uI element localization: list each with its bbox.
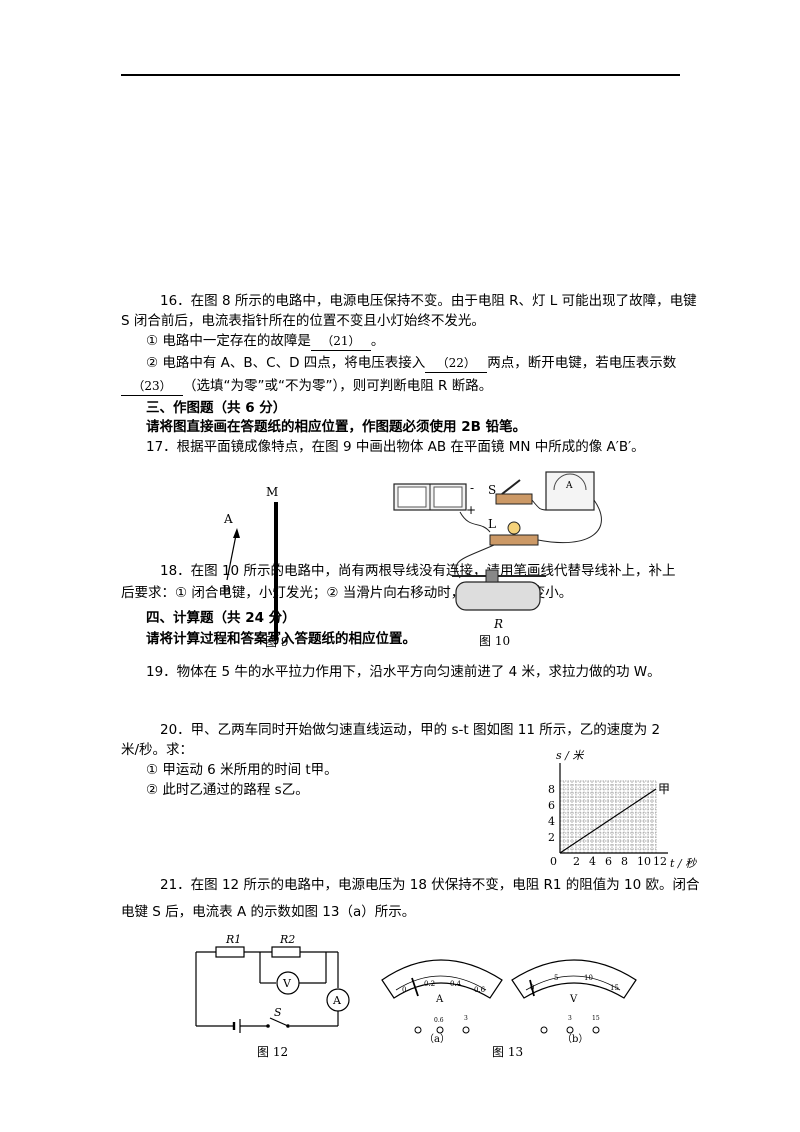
chart-grid bbox=[559, 780, 657, 854]
rheostat-slider bbox=[485, 569, 499, 583]
figure-13-meters: 0 0.2 0.4 0.6 A 0.6 3 （a） 0 5 10 15 V 3 … bbox=[381, 959, 637, 1045]
series-jia bbox=[559, 788, 657, 854]
header-rule bbox=[121, 74, 680, 76]
section3-title: 三、作图题（共 6 分） bbox=[146, 400, 287, 416]
answer-blank-21[interactable]: （21） bbox=[310, 332, 371, 351]
ammeter-device bbox=[545, 471, 595, 511]
svg-text:3: 3 bbox=[464, 1015, 468, 1022]
svg-text:0: 0 bbox=[402, 986, 406, 994]
svg-text:15: 15 bbox=[610, 984, 619, 992]
x-axis-label: t / 秒 bbox=[670, 857, 697, 870]
lamp-holder bbox=[489, 534, 539, 546]
r1-label: R1 bbox=[225, 933, 241, 946]
q21-line1: 21．在图 12 所示的电路中，电源电压为 18 伏保持不变，电阻 R1 的阻值… bbox=[160, 877, 700, 893]
q20-line2: 米/秒。求： bbox=[121, 742, 194, 758]
figure-9-caption: 图 9 bbox=[265, 635, 289, 649]
y-tick-label: 2 bbox=[548, 831, 555, 844]
x-tick-label: 12 bbox=[653, 855, 667, 868]
q16-sub1: ① 电路中一定存在的故障是（21）。 bbox=[146, 332, 385, 351]
section4-title: 四、计算题（共 24 分） bbox=[146, 610, 296, 626]
figure-10-caption: 图 10 bbox=[479, 634, 511, 648]
x-tick-label: 2 bbox=[573, 855, 580, 868]
svg-text:3: 3 bbox=[568, 1015, 572, 1022]
arrow-head-icon bbox=[233, 528, 240, 538]
section4-instruction: 请将计算过程和答案写入答题纸的相应位置。 bbox=[146, 631, 416, 647]
rheostat bbox=[455, 581, 541, 611]
x-tick-label: 4 bbox=[589, 855, 596, 868]
q20-line1: 20．甲、乙两车同时开始做匀速直线运动，甲的 s-t 图如图 11 所示，乙的速… bbox=[160, 722, 661, 738]
voltmeter-dial: 0 5 10 15 V 3 15 （b） bbox=[511, 959, 637, 1045]
sub-caption-a: （a） bbox=[424, 1033, 450, 1045]
figure-9: M A B bbox=[222, 485, 278, 640]
x-tick-label: 6 bbox=[605, 855, 612, 868]
series-line bbox=[559, 788, 657, 854]
svg-text:0.6: 0.6 bbox=[474, 986, 486, 994]
svg-text:15: 15 bbox=[592, 1015, 600, 1022]
svg-text:5: 5 bbox=[554, 974, 558, 982]
switch bbox=[495, 493, 533, 505]
y-axis-label: s / 米 bbox=[556, 749, 584, 762]
q18-line1: 18．在图 10 所示的电路中，尚有两根导线没有连接，请用笔画线代替导线补上，补… bbox=[160, 563, 676, 579]
section3-instruction: 请将图直接画在答题纸的相应位置，作图题必须使用 2B 铅笔。 bbox=[146, 419, 527, 435]
q20-sub1: ① 甲运动 6 米所用的时间 t甲。 bbox=[146, 762, 338, 778]
ammeter-needle bbox=[411, 977, 419, 997]
lamp-label: L bbox=[488, 517, 496, 531]
x-tick-label: 10 bbox=[637, 855, 651, 868]
resistor-r1 bbox=[215, 946, 245, 958]
resistor-r2 bbox=[271, 946, 301, 958]
origin-label: 0 bbox=[550, 855, 557, 868]
battery-negative: - bbox=[470, 481, 474, 495]
svg-text:0.4: 0.4 bbox=[450, 980, 462, 988]
switch-s bbox=[269, 1017, 289, 1027]
q16-line5: （23）（选填“为零”或“不为零”），则可判断电阻 R 断路。 bbox=[121, 377, 492, 396]
point-b-label: B bbox=[222, 583, 231, 597]
lamp-bulb bbox=[507, 521, 521, 535]
figure-12-circuit: R1 R2 V A S bbox=[195, 933, 350, 1033]
switch-label: S bbox=[488, 483, 496, 497]
figure-10: - + S A L R bbox=[393, 471, 602, 631]
svg-text:0.6: 0.6 bbox=[434, 1017, 444, 1024]
y-tick-label: 6 bbox=[548, 799, 555, 812]
object-ab-arrow bbox=[226, 529, 238, 581]
svg-text:0: 0 bbox=[530, 984, 534, 992]
answer-blank-23[interactable]: （23） bbox=[121, 377, 183, 396]
sub-caption-b: （b） bbox=[562, 1033, 588, 1045]
svg-text:V: V bbox=[569, 994, 578, 1005]
r2-label: R2 bbox=[279, 933, 295, 946]
svg-text:10: 10 bbox=[584, 974, 593, 982]
answer-blank-22[interactable]: （22） bbox=[425, 354, 488, 373]
svg-text:A: A bbox=[565, 481, 573, 491]
ammeter-dial: 0 0.2 0.4 0.6 A 0.6 3 （a） bbox=[381, 959, 503, 1045]
voltmeter-needle bbox=[529, 979, 535, 997]
q21-line2: 电键 S 后，电流表 A 的示数如图 13（a）所示。 bbox=[121, 904, 416, 920]
plane-mirror bbox=[274, 502, 278, 640]
ammeter-label: A bbox=[332, 994, 342, 1007]
figure-13-caption: 图 13 bbox=[492, 1045, 524, 1059]
figure-12-caption: 图 12 bbox=[257, 1045, 289, 1059]
q16-line1: 16．在图 8 所示的电路中，电源电压保持不变。由于电阻 R、灯 L 可能出现了… bbox=[160, 293, 697, 309]
x-tick-label: 8 bbox=[621, 855, 628, 868]
switch-label: S bbox=[274, 1006, 282, 1019]
series-label-jia: 甲 bbox=[658, 782, 670, 796]
battery-positive: + bbox=[466, 503, 476, 517]
svg-text:A: A bbox=[435, 994, 444, 1005]
svg-text:0.2: 0.2 bbox=[424, 980, 435, 988]
q20-sub2: ② 此时乙通过的路程 s乙。 bbox=[146, 782, 309, 798]
y-tick-label: 4 bbox=[548, 815, 555, 828]
y-tick-label: 8 bbox=[548, 783, 555, 796]
point-a-label: A bbox=[223, 512, 233, 526]
voltmeter-label: V bbox=[282, 977, 292, 990]
q17-text: 17．根据平面镜成像特点，在图 9 中画出物体 AB 在平面镜 MN 中所成的像… bbox=[146, 439, 645, 455]
q16-line2: S 闭合前后，电流表指针所在的位置不变且小灯始终不发光。 bbox=[121, 313, 485, 329]
rheostat-label: R bbox=[493, 617, 503, 631]
q19-text: 19．物体在 5 牛的水平拉力作用下，沿水平方向匀速前进了 4 米，求拉力做的功… bbox=[146, 664, 661, 680]
q16-sub2: ② 电路中有 A、B、C、D 四点，将电压表接入（22）两点，断开电键，若电压表… bbox=[146, 354, 677, 373]
mirror-label: M bbox=[266, 485, 278, 499]
